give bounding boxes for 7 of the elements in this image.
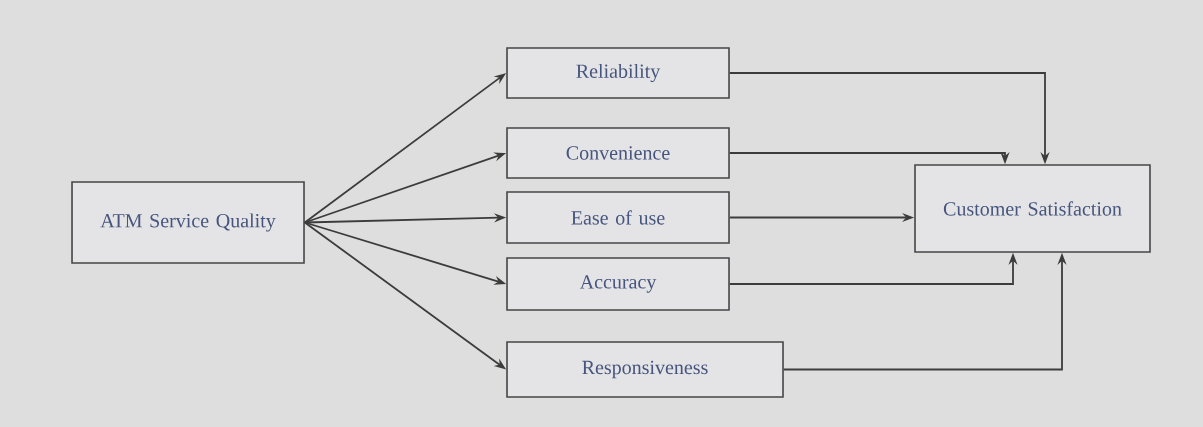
text-box: ATM Service Quality: [71, 181, 305, 264]
text-box: Reliability: [506, 47, 730, 99]
text-box: Customer Satisfaction: [914, 164, 1151, 253]
text-box: Responsiveness: [506, 341, 784, 398]
text-box: Accuracy: [506, 257, 730, 311]
text-box: Ease of use: [506, 191, 730, 244]
text-box: Convenience: [506, 127, 730, 179]
